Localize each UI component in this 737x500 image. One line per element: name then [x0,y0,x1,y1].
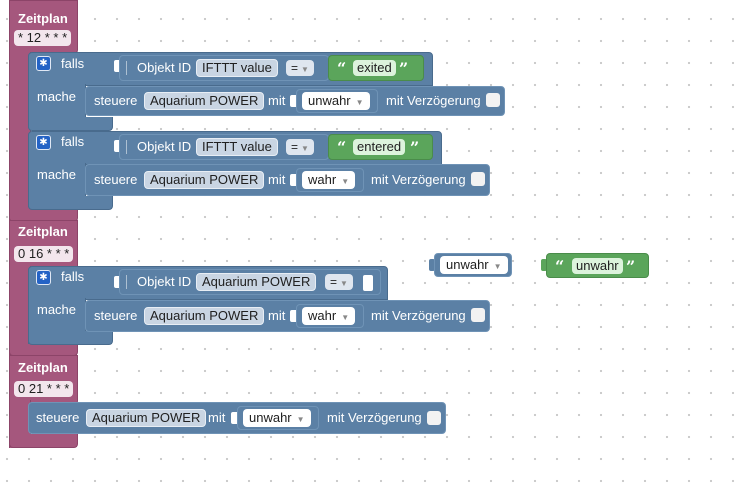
operator-dropdown[interactable]: =▼ [325,274,353,290]
schedule-label: Zeitplan [18,224,68,239]
schedule-label: Zeitplan [18,360,68,375]
if-block-bottom [28,331,113,345]
quote-open-icon: “ [337,59,347,78]
if-label: falls [61,269,85,284]
boolean-dropdown[interactable]: unwahr ▼ [302,92,370,110]
input-socket [231,412,239,424]
chevron-down-icon: ▼ [341,313,350,322]
object-id-label: Objekt ID [137,60,192,75]
quote-close-icon: ” [399,59,409,78]
input-socket [290,95,298,107]
object-id-label: Objekt ID [137,274,192,289]
string-value-field[interactable]: entered [353,139,406,155]
delay-label: mit Verzögerung [327,410,422,425]
boolean-dropdown[interactable]: wahr ▼ [302,307,356,325]
control-label: steuere [36,410,80,425]
operator-value: = [291,140,299,154]
operator-dropdown[interactable]: =▼ [286,60,314,76]
delay-checkbox[interactable] [486,93,500,107]
empty-value-socket[interactable] [363,275,373,291]
output-connector [429,259,435,271]
chevron-down-icon: ▼ [301,144,309,153]
with-label: mit [208,410,226,425]
input-socket [290,174,298,186]
delay-checkbox[interactable] [471,308,485,322]
object-id-label: Objekt ID [137,139,192,154]
compare-notch [126,275,131,289]
chevron-down-icon: ▼ [355,98,364,107]
operator-value: = [330,275,338,289]
boolean-dropdown[interactable]: unwahr ▼ [243,409,311,427]
chevron-down-icon: ▼ [493,262,502,271]
control-object-field[interactable]: Aquarium POWER [144,92,265,110]
boolean-value: unwahr [308,93,351,108]
compare-notch [126,61,131,75]
boolean-value: wahr [308,308,337,323]
cron-field[interactable]: 0 16 * * * [14,246,74,262]
delay-label: mit Verzögerung [386,93,481,108]
delay-label: mit Verzögerung [371,172,466,187]
control-object-field[interactable]: Aquarium POWER [144,307,265,325]
cron-field[interactable]: 0 21 * * * [14,381,74,397]
chevron-down-icon: ▼ [340,279,348,288]
with-label: mit [268,308,286,323]
string-value-field[interactable]: exited [353,60,396,76]
if-label: falls [61,134,85,149]
boolean-value: unwahr [446,257,489,272]
boolean-dropdown[interactable]: wahr ▼ [302,171,356,189]
control-label: steuere [94,172,138,187]
quote-close-icon: ” [410,138,420,157]
do-label: mache [37,89,77,104]
input-socket [114,60,122,72]
input-socket [114,140,122,152]
boolean-value: unwahr [249,410,292,425]
with-label: mit [268,172,286,187]
chevron-down-icon: ▼ [301,65,309,74]
do-label: mache [37,302,77,317]
delay-label: mit Verzögerung [371,308,466,323]
boolean-value: wahr [308,172,337,187]
compare-notch [126,140,131,154]
chevron-down-icon: ▼ [296,415,305,424]
output-connector [541,259,547,271]
object-id-field[interactable]: IFTTT value [196,138,278,156]
input-socket [290,310,298,322]
control-object-field[interactable]: Aquarium POWER [86,409,207,427]
if-label: falls [61,56,85,71]
quote-open-icon: “ [555,257,565,276]
if-block-bottom [28,117,113,131]
schedule-label: Zeitplan [18,11,68,26]
object-id-field[interactable]: Aquarium POWER [196,273,317,291]
input-socket [114,276,122,288]
with-label: mit [268,93,286,108]
cron-field[interactable]: * 12 * * * [14,30,72,46]
delay-checkbox[interactable] [471,172,485,186]
quote-close-icon: ” [626,257,636,276]
operator-dropdown[interactable]: =▼ [286,139,314,155]
gear-icon[interactable]: ✱ [36,135,51,150]
control-label: steuere [94,93,138,108]
object-id-field[interactable]: IFTTT value [196,59,278,77]
gear-icon[interactable]: ✱ [36,270,51,285]
boolean-dropdown[interactable]: unwahr ▼ [440,256,508,274]
string-value-field[interactable]: unwahr [572,258,623,274]
control-object-field[interactable]: Aquarium POWER [144,171,265,189]
operator-value: = [291,61,299,75]
quote-open-icon: “ [337,138,347,157]
gear-icon[interactable]: ✱ [36,56,51,71]
delay-checkbox[interactable] [427,411,441,425]
control-label: steuere [94,308,138,323]
schedule-block-bottom [9,434,78,448]
do-label: mache [37,167,77,182]
if-block-bottom [28,196,113,210]
chevron-down-icon: ▼ [341,177,350,186]
